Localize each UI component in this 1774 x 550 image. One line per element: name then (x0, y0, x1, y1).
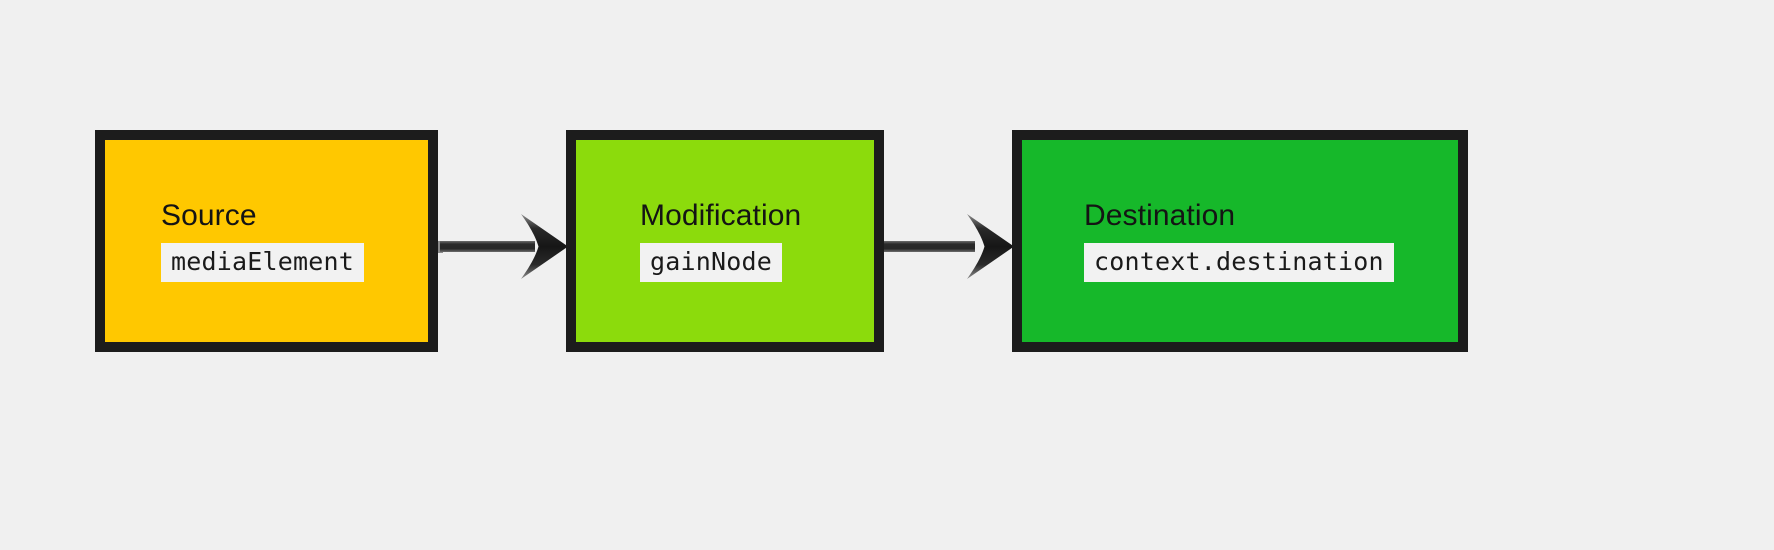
node-destination-code-chip: context.destination (1084, 243, 1394, 283)
node-modification[interactable]: Modification gainNode (566, 130, 884, 352)
node-destination-title: Destination (1084, 198, 1236, 232)
node-source[interactable]: Source mediaElement (95, 130, 438, 352)
node-source-title: Source (161, 198, 257, 232)
edge-source-to-modification (437, 214, 568, 279)
node-source-code-chip: mediaElement (161, 243, 365, 283)
node-modification-title: Modification (640, 198, 802, 232)
node-destination[interactable]: Destination context.destination (1012, 130, 1468, 352)
edge-modification-to-destination (874, 214, 1014, 279)
node-modification-code-chip: gainNode (640, 243, 783, 283)
